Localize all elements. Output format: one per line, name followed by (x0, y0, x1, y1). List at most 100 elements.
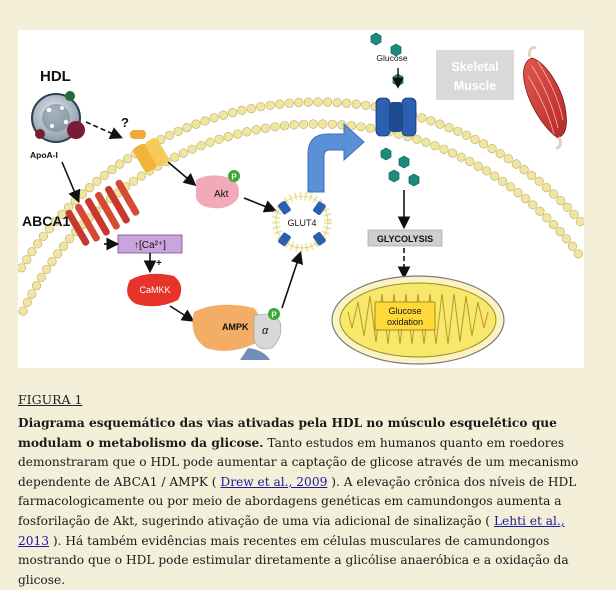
membrane-bead (435, 119, 445, 129)
membrane-bead (237, 105, 247, 115)
membrane-bead (520, 194, 531, 204)
membrane-bead (214, 134, 224, 144)
ampk-beta-subunit (240, 348, 270, 360)
glucose-molecules-inside (380, 147, 420, 187)
membrane-bead (280, 121, 290, 131)
membrane-bead (542, 213, 552, 223)
membrane-bead (535, 206, 545, 216)
membrane-bead (196, 141, 206, 151)
membrane-bead (490, 171, 500, 181)
membrane-bead (453, 126, 463, 136)
membrane-bead (209, 113, 219, 123)
membrane-bead (308, 119, 318, 129)
membrane-bead (261, 123, 271, 133)
membrane-bead (53, 249, 63, 259)
abca1-label: ABCA1 (22, 213, 70, 229)
membrane-bead (99, 170, 109, 180)
membrane-bead (303, 97, 314, 107)
apoa-label: ApoA-I (30, 150, 58, 160)
reference-link-drew[interactable]: Drew et al., 2009 (220, 474, 328, 489)
hdl-receptor (130, 130, 169, 173)
membrane-bead (187, 144, 197, 154)
membrane-bead (33, 239, 43, 249)
membrane-bead (223, 131, 233, 142)
membrane-bead (228, 107, 238, 118)
membrane-bead (323, 97, 333, 107)
membrane-bead (495, 148, 505, 159)
membrane-bead (327, 119, 338, 129)
glucose-oxidation-box (374, 301, 436, 331)
alpha-label: α (262, 325, 269, 337)
glycolysis-label: GLYCOLYSIS (377, 234, 433, 244)
membrane-bead (38, 231, 48, 241)
caption-text-3: ). Há também evidências mais recentes em… (18, 533, 569, 587)
caption-text-1: Tanto estudos em humanos quanto em roedo… (18, 435, 579, 489)
membrane-bead (342, 98, 352, 108)
membrane-bead (232, 129, 243, 139)
glucose-oxidation-label-2: oxidation (387, 317, 423, 327)
membrane-bead (421, 137, 431, 147)
membrane-bead (412, 134, 422, 144)
membrane-bead (299, 119, 309, 129)
membrane-bead (541, 183, 552, 193)
membrane-bead (164, 130, 175, 140)
membrane-bead (77, 189, 87, 199)
membrane-bead (573, 249, 583, 259)
membrane-bead (173, 126, 183, 136)
membrane-bead (275, 99, 285, 109)
membrane-bead (569, 209, 579, 219)
membrane-bead (18, 306, 28, 316)
membrane-bead (84, 183, 95, 193)
hdl-particle (31, 91, 85, 143)
membrane-bead (444, 122, 454, 133)
membrane-bead (27, 247, 37, 257)
membrane-bead (50, 216, 61, 227)
membrane-bead (251, 125, 261, 135)
glut4-vesicle (272, 192, 332, 252)
membrane-bead (503, 154, 513, 164)
membrane-bead (313, 97, 323, 107)
reference-link-lehti[interactable]: Lehti et al., 2013 (18, 513, 565, 548)
membrane-bead (426, 116, 436, 126)
skeletal-muscle-label-2: Muscle (454, 79, 496, 93)
membrane-bead (41, 264, 52, 274)
membrane-bead (461, 130, 472, 140)
membrane-bead (556, 196, 566, 206)
membrane-bead (115, 159, 125, 169)
membrane-bead (182, 122, 192, 133)
membrane-bead (417, 113, 427, 123)
caption-bold-title: Diagrama esquemático das vias ativadas p… (18, 416, 557, 450)
question-mark: ? (121, 115, 129, 130)
glucose-oxidation-label-1: Glucose (388, 306, 421, 316)
membrane-bead (567, 241, 578, 251)
membrane-bead (505, 182, 516, 192)
membrane-bead (178, 148, 188, 158)
membrane-bead (361, 100, 371, 110)
akt-glut4-arrow (243, 197, 277, 213)
membrane-bead (456, 152, 466, 162)
membrane-bead (123, 154, 133, 164)
membrane-bead (70, 196, 80, 206)
membrane-bead (22, 297, 32, 308)
ampk-protein (192, 304, 262, 351)
akt-protein (195, 175, 239, 209)
membrane-bead (479, 139, 489, 149)
abca1-transporter (65, 179, 140, 246)
membrane-bead (562, 202, 573, 212)
membrane-bead (242, 127, 252, 137)
membrane-bead (136, 171, 146, 181)
membrane-bead (107, 165, 117, 175)
hdl-label: HDL (40, 68, 71, 85)
skeletal-muscle-box (436, 50, 514, 100)
akt-phospho (228, 170, 240, 182)
membrane-bead (365, 123, 376, 133)
membrane-bead (22, 255, 32, 265)
membrane-bead (575, 216, 584, 227)
membrane-bead (527, 170, 537, 180)
membrane-bead (294, 97, 304, 108)
membrane-bead (284, 98, 294, 108)
hdl-abca1-arrow (61, 161, 81, 203)
glucose-label: Glucose (376, 53, 407, 63)
membrane-bead (18, 263, 27, 273)
akt-label: Akt (214, 189, 229, 200)
